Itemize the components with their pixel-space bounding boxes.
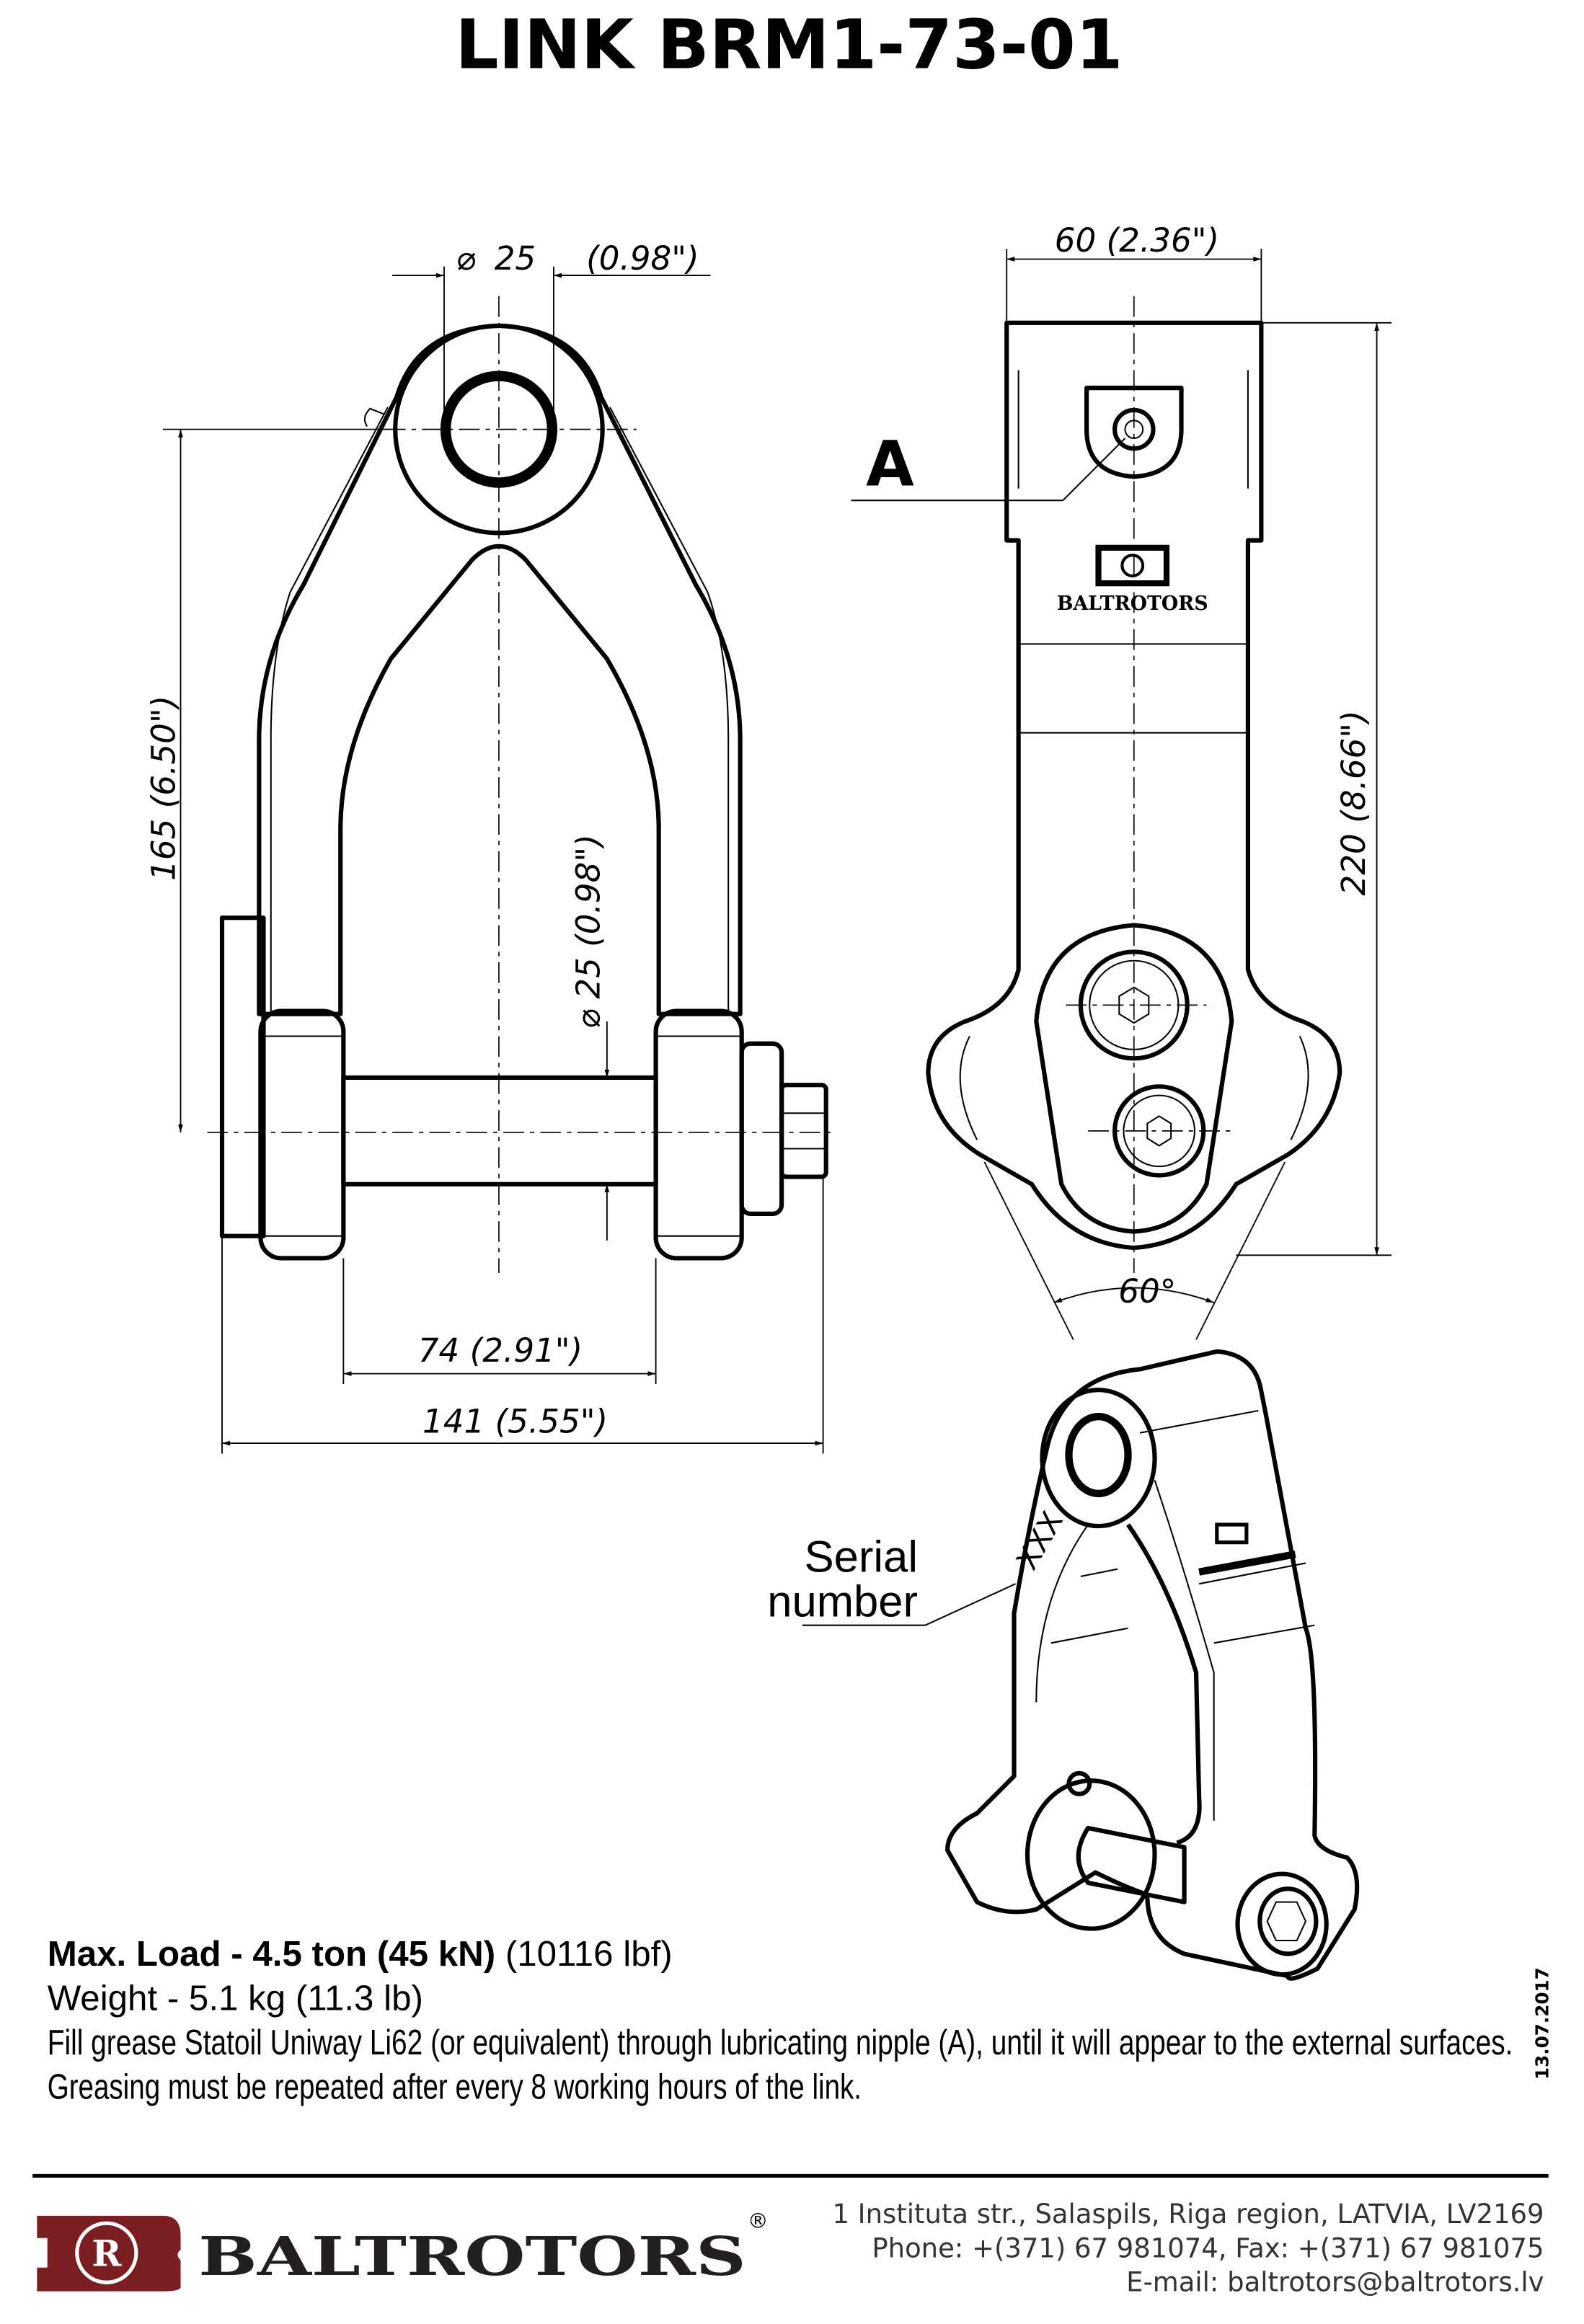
footer-address: 1 Instituta str., Salaspils, Riga region… [832,2199,1544,2230]
grease-note: Fill grease Statoil Uniway Li62 (or equi… [48,2023,1513,2062]
dim-inner-width: 74 (2.91") [418,1331,583,1370]
footer-brand: BALTROTORS [198,2226,746,2288]
logo-letter: R [92,2233,122,2275]
drawing-title: LINK BRM1-73-01 [455,6,1123,85]
footer-phone: Phone: +(371) 67 981074, Fax: +(371) 67 … [872,2232,1544,2263]
nipple-label-a: A [866,429,914,501]
serial-label-line1: Serial [805,1533,918,1582]
dim-side-height: 220 (8.66") [1335,710,1373,895]
front-view: ⌀ 25 (0.98") 165 (6.50") ⌀ 25 (0.98") 74… [144,239,837,1454]
footer-logo: R BALTROTORS ® [37,2208,769,2292]
footer-email[interactable]: E-mail: baltrotors@baltrotors.lv [1126,2267,1544,2298]
iso-eye-boss [1040,1388,1157,1529]
washer [739,1041,784,1216]
max-load: Max. Load - 4.5 ton (45 kN) (10116 lbf) [48,1934,673,1974]
dim-pin-diameter-top: 25 [495,239,536,278]
dim-overall-width: 141 (5.55") [422,1403,608,1441]
dim-side-width: 60 (2.36") [1055,221,1219,260]
pin [341,1075,658,1187]
pin-head [219,915,266,1238]
registered-mark: ® [748,2208,769,2232]
nut [779,1083,828,1179]
engraved-logo-icon [1095,544,1170,587]
dim-angle: 60° [1118,1272,1176,1310]
iso-body-outline [945,1349,1360,1981]
grease-nipple-plate [1084,386,1184,479]
logo-mark-icon [37,2215,181,2292]
isometric-view: XXX Serial number [767,1349,1360,1981]
dim-pin-diameter-side: ⌀ 25 (0.98") [570,834,608,1029]
side-body-outline [926,320,1342,1251]
weight: Weight - 5.1 kg (11.3 lb) [48,1979,423,2018]
eye-boss [393,323,605,536]
dim-height-165: 165 (6.50") [144,696,182,881]
dim-pin-diameter-top-in: (0.98") [586,239,699,278]
side-view: A BALTROTORS 60 (2.36") 220 (8.66") 60° [851,221,1392,1340]
engraved-brand: BALTROTORS [1057,593,1208,615]
greasing-interval: Greasing must be repeated after every 8 … [48,2067,862,2107]
footer-contact: 1 Instituta str., Salaspils, Riga region… [832,2199,1544,2297]
eye-bore [440,371,558,488]
specifications: Max. Load - 4.5 ton (45 kN) (10116 lbf) … [48,1934,1513,2107]
serial-label-line2: number [767,1576,918,1626]
iso-eye-bore [1065,1413,1132,1498]
iso-pin [1076,1825,1187,1904]
revision-date: 13.07.2017 [1532,1967,1553,2080]
grease-nipple [1112,407,1156,451]
serial-mark: XXX [1009,1506,1070,1576]
diameter-symbol: ⌀ [456,239,475,278]
